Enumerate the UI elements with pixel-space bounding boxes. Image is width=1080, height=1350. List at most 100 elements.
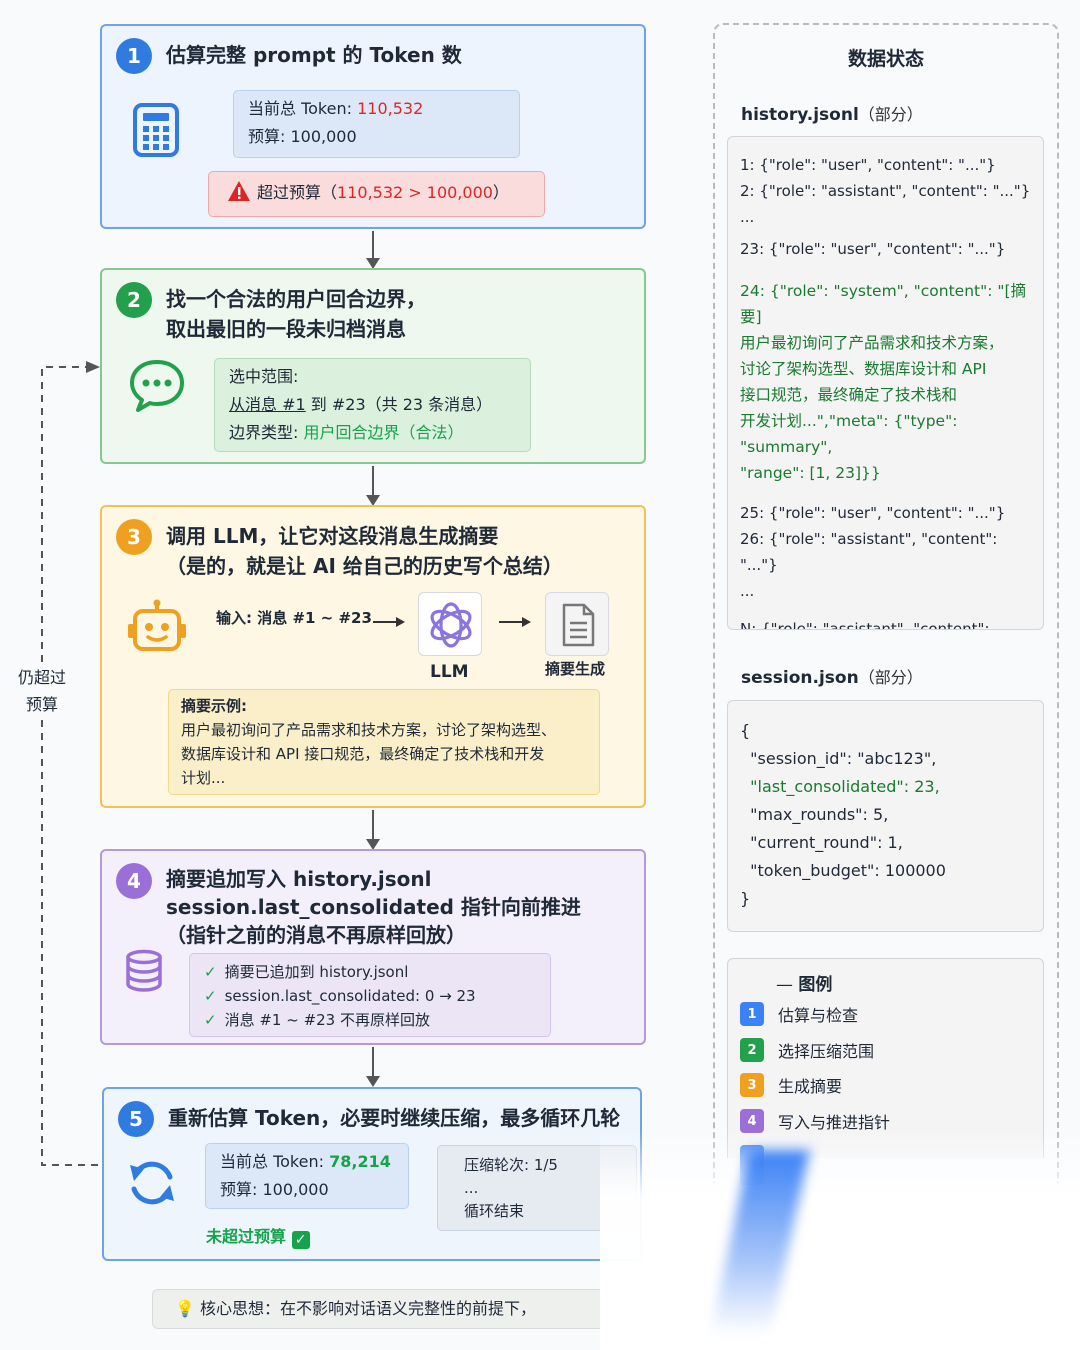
legend-title: — 图例 bbox=[776, 975, 833, 995]
range-rest: 到 #23（共 23 条消息） bbox=[305, 395, 493, 414]
summary-gen-label: 摘要生成 bbox=[545, 660, 606, 678]
step-title: 重新估算 Token，必要时继续压缩，最多循环几轮 bbox=[168, 1106, 621, 1130]
session-line: "session_id": "abc123", bbox=[740, 749, 937, 768]
current-token-label: 当前总 Token: bbox=[220, 1152, 330, 1171]
title-line-1: 摘要追加写入 history.jsonl bbox=[166, 867, 432, 891]
session-filename: session.json bbox=[741, 668, 859, 688]
summary-line: 用户最初询问了产品需求和技术方案， bbox=[740, 334, 1004, 352]
title-line-1: 找一个合法的用户回合边界， bbox=[166, 287, 426, 311]
loop-end-text: 循环结束 bbox=[464, 1202, 525, 1220]
budget-text: 预算: 100,000 bbox=[220, 1180, 329, 1199]
flow-arrow bbox=[366, 231, 380, 269]
range-label: 选中范围: bbox=[229, 367, 299, 386]
check-item: ✓ session.last_consolidated: 0 → 23 bbox=[204, 984, 536, 1008]
session-code-box: { "session_id": "abc123", "last_consolid… bbox=[727, 700, 1044, 932]
check-label: session.last_consolidated: 0 → 23 bbox=[224, 987, 476, 1005]
boundary-value: 用户回合边界（合法） bbox=[303, 423, 464, 442]
warning-end: ） bbox=[492, 183, 509, 202]
fade-overlay bbox=[600, 1130, 1080, 1350]
example-line: 用户最初询问了产品需求和技术方案，讨论了架构选型、 bbox=[181, 721, 557, 739]
openai-logo-icon bbox=[430, 602, 472, 648]
checkbox-icon: ✓ bbox=[291, 1231, 310, 1249]
loop-label-line: 预算 bbox=[25, 695, 58, 714]
legend-box bbox=[727, 958, 1044, 1158]
summary-line: "range": [1, 23]}} bbox=[740, 464, 881, 482]
current-token-value: 110,532 bbox=[357, 99, 424, 118]
legend-label: 估算与检查 bbox=[778, 1006, 859, 1025]
llm-logo-tile bbox=[418, 592, 482, 656]
current-token-value: 78,214 bbox=[329, 1152, 391, 1171]
example-line: 计划... bbox=[181, 769, 226, 787]
within-budget-status: 未超过预算 ✓ bbox=[206, 1223, 310, 1249]
summary-example-box: 摘要示例: 用户最初询问了产品需求和技术方案，讨论了架构选型、 数据库设计和 A… bbox=[168, 689, 600, 795]
arrow-right-icon bbox=[499, 617, 531, 627]
title-line-1: 调用 LLM，让它对这段消息生成摘要 bbox=[166, 524, 499, 548]
step-title: 摘要追加写入 history.jsonl session.last_consol… bbox=[166, 865, 581, 949]
chat-bubble-icon bbox=[130, 360, 184, 412]
session-line: } bbox=[740, 889, 751, 908]
flow-arrow bbox=[366, 466, 380, 506]
boundary-label: 边界类型: bbox=[229, 423, 304, 442]
title-line-2: 取出最旧的一段未归档消息 bbox=[166, 317, 406, 341]
panel-title: 数据状态 bbox=[847, 48, 924, 70]
example-line: 数据库设计和 API 接口规范，最终确定了技术栈和开发 bbox=[181, 745, 545, 763]
history-code-box: 1: {"role": "user", "content": "..."} 2:… bbox=[727, 136, 1044, 630]
check-icon: ✓ bbox=[204, 1011, 217, 1029]
check-item: ✓ 消息 #1 ~ #23 不再原样回放 bbox=[204, 1008, 536, 1032]
token-info-box: 当前总 Token: 110,532 预算: 100,000 bbox=[233, 90, 520, 158]
step-5-card: 5 重新估算 Token，必要时继续压缩，最多循环几轮 当前总 Token: 7… bbox=[102, 1087, 642, 1261]
step-1-card: 1 估算完整 prompt 的 Token 数 当前总 Token: 110,5… bbox=[100, 24, 646, 229]
llm-label: LLM bbox=[430, 662, 469, 682]
example-title: 摘要示例: bbox=[181, 697, 247, 715]
step-2-card: 2 找一个合法的用户回合边界， 取出最旧的一段未归档消息 选中范围: 从消息 #1… bbox=[100, 268, 646, 464]
step-number: 1 bbox=[116, 38, 152, 74]
input-label: 输入: 消息 #1 ~ #23 bbox=[216, 609, 372, 627]
range-start-link[interactable]: 从消息 #1 bbox=[229, 395, 306, 414]
check-label: 摘要已追加到 history.jsonl bbox=[224, 963, 409, 981]
session-line: { bbox=[740, 721, 751, 740]
core-idea-banner: 💡 核心思想：在不影响对话语义完整性的前提下， bbox=[152, 1289, 622, 1329]
history-line: 26: {"role": "assistant", "content": "..… bbox=[740, 530, 998, 574]
history-line: N: {"role": "assistant", "content": "...… bbox=[740, 620, 990, 630]
warning-value: 110,532 > 100,000 bbox=[337, 183, 493, 202]
current-token-label: 当前总 Token: bbox=[248, 99, 358, 118]
session-suffix: （部分） bbox=[858, 668, 923, 687]
title-line-3: （指针之前的消息不再原样回放） bbox=[166, 923, 466, 947]
legend-title-text: 图例 bbox=[798, 975, 833, 995]
legend-label: 写入与推进指针 bbox=[778, 1113, 891, 1132]
session-line: "current_round": 1, bbox=[740, 833, 903, 852]
flow-arrow bbox=[366, 1047, 380, 1087]
session-line-highlight: "last_consolidated": 23, bbox=[740, 777, 940, 796]
title-line-2: （是的，就是让 AI 给自己的历史写个总结） bbox=[166, 554, 563, 578]
check-icon: ✓ bbox=[204, 963, 217, 981]
step-number: 3 bbox=[116, 519, 152, 555]
token-info-box: 当前总 Token: 78,214 预算: 100,000 bbox=[205, 1143, 409, 1209]
over-budget-warning: 超过预算（110,532 > 100,000） bbox=[208, 171, 545, 217]
summary-line: 开发计划...","meta": {"type": "summary", bbox=[740, 412, 958, 456]
legend-swatch: 1 bbox=[740, 1002, 764, 1026]
legend-swatch: 2 bbox=[740, 1038, 764, 1062]
title-line-2: session.last_consolidated 指针向前推进 bbox=[166, 895, 581, 919]
step-number: 2 bbox=[116, 282, 152, 318]
check-label: 消息 #1 ~ #23 不再原样回放 bbox=[224, 1011, 430, 1029]
rounds-text: 压缩轮次: 1/5 bbox=[464, 1156, 558, 1174]
history-filename: history.jsonl bbox=[741, 105, 859, 125]
step-title: 找一个合法的用户回合边界， 取出最旧的一段未归档消息 bbox=[166, 284, 426, 344]
budget-text: 预算: 100,000 bbox=[248, 127, 357, 146]
write-result-box: ✓ 摘要已追加到 history.jsonl ✓ session.last_cons… bbox=[189, 953, 551, 1037]
history-line: 2: {"role": "assistant", "content": "...… bbox=[740, 182, 1031, 200]
session-line: "token_budget": 100000 bbox=[740, 861, 946, 880]
history-suffix: （部分） bbox=[858, 105, 923, 124]
session-heading: session.json（部分） bbox=[741, 664, 923, 688]
selection-range-box: 选中范围: 从消息 #1 到 #23（共 23 条消息） 边界类型: 用户回合边… bbox=[214, 358, 531, 452]
summary-line: 24: {"role": "system", "content": "[摘要] bbox=[740, 282, 1027, 326]
summary-line: 接口规范，最终确定了技术栈和 bbox=[740, 386, 958, 404]
refresh-icon bbox=[130, 1161, 174, 1205]
legend-label: 生成摘要 bbox=[778, 1077, 843, 1096]
warning-label: 超过预算（ bbox=[257, 183, 338, 202]
check-icon: ✓ bbox=[204, 987, 217, 1005]
history-line: ... bbox=[740, 208, 755, 226]
status-label: 未超过预算 bbox=[206, 1227, 287, 1246]
